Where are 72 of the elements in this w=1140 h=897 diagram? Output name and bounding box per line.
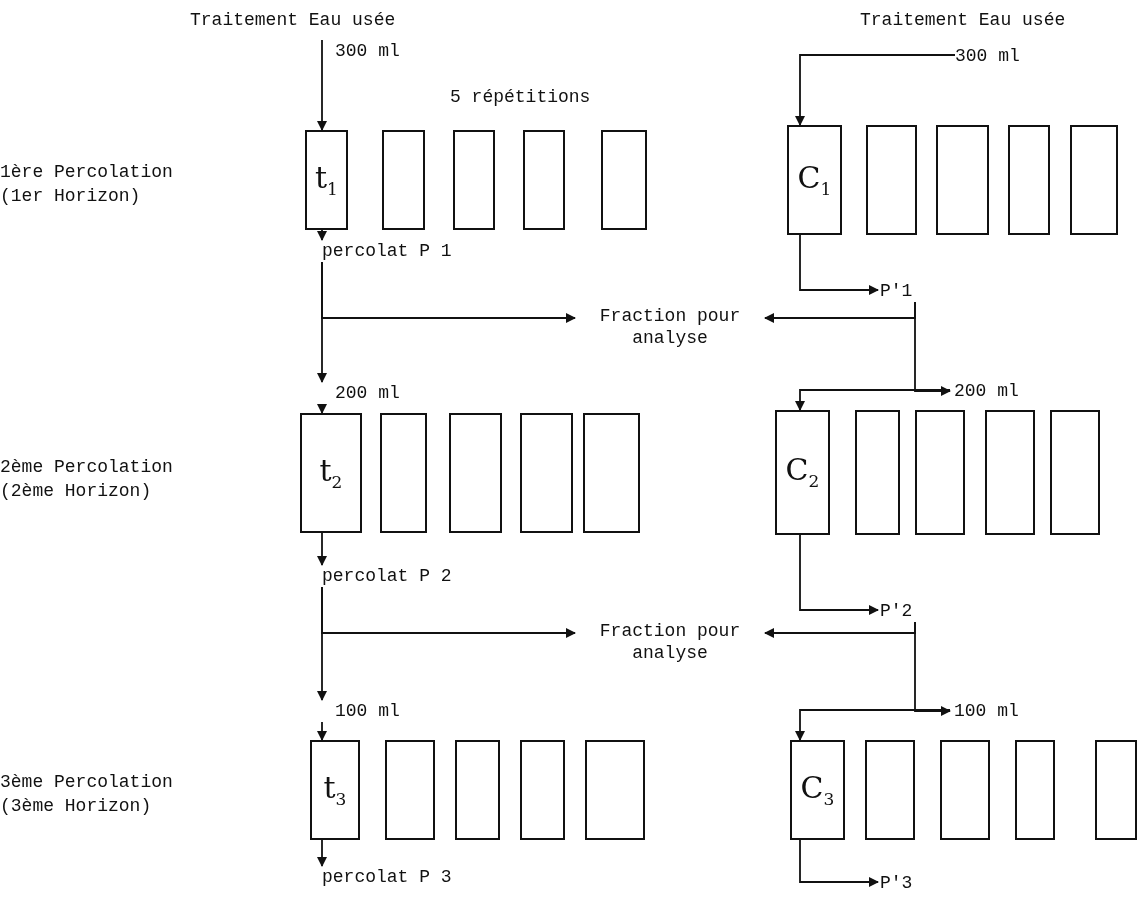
arrow (799, 534, 879, 615)
arrow (317, 261, 327, 383)
soil-column (855, 410, 900, 535)
arrow (799, 839, 879, 887)
flow-text: 300 ml (335, 41, 400, 61)
flow-text: P'2 (880, 601, 913, 621)
soil-column (455, 740, 500, 840)
soil-column (453, 130, 495, 230)
arrow (317, 39, 327, 131)
soil-column (1015, 740, 1055, 840)
soil-column (1050, 410, 1100, 535)
soil-column (520, 740, 565, 840)
soil-column (523, 130, 565, 230)
soil-column (936, 125, 989, 235)
column-label: C$_{1}$ (797, 162, 832, 198)
flow-text: 200 ml (335, 383, 400, 403)
arrow (914, 301, 951, 396)
flow-text: percolat P 3 (322, 867, 452, 887)
note-text: 5 répétitions (450, 86, 592, 109)
column-label: t$_{3}$ (323, 772, 347, 808)
arrow (317, 586, 327, 701)
soil-column (915, 410, 965, 535)
soil-column (1070, 125, 1118, 235)
soil-column (520, 413, 573, 533)
soil-column (940, 740, 990, 840)
soil-column (382, 130, 425, 230)
arrow (795, 54, 956, 126)
column-label: t$_{1}$ (315, 162, 338, 198)
soil-column (865, 740, 915, 840)
flow-text: Fraction pour analyse (599, 621, 741, 663)
soil-column (310, 740, 360, 840)
flow-text: P'3 (880, 873, 913, 893)
soil-column (305, 130, 348, 230)
arrow (795, 389, 951, 411)
flow-text: 100 ml (954, 701, 1019, 721)
arrow (317, 839, 327, 867)
soil-column (775, 410, 830, 535)
arrow (317, 403, 327, 414)
column-label: t$_{2}$ (319, 455, 343, 491)
arrow (317, 532, 327, 566)
heading-text: Traitement Eau usée (190, 9, 397, 32)
flow-text: Fraction pour analyse (599, 306, 741, 348)
soil-column (449, 413, 502, 533)
soil-column (380, 413, 427, 533)
soil-column (601, 130, 647, 230)
flow-text: percolat P 2 (322, 566, 452, 586)
flow-text: 200 ml (954, 381, 1019, 401)
arrow (799, 234, 879, 295)
row-label: 1ère Percolation (1er Horizon) (0, 161, 174, 208)
soil-column (385, 740, 435, 840)
soil-column (985, 410, 1035, 535)
soil-column (1008, 125, 1050, 235)
arrow (795, 709, 951, 741)
row-label: 2ème Percolation (2ème Horizon) (0, 456, 174, 503)
flow-text: 300 ml (955, 46, 1020, 66)
flow-text: P'1 (880, 281, 913, 301)
column-label: C$_{3}$ (800, 772, 835, 808)
arrow (317, 229, 327, 241)
soil-column (1095, 740, 1137, 840)
soil-column (585, 740, 645, 840)
heading-text: Traitement Eau usée (860, 9, 1067, 32)
soil-column (583, 413, 640, 533)
soil-column (787, 125, 842, 235)
arrow (914, 621, 951, 716)
soil-column (866, 125, 917, 235)
row-label: 3ème Percolation (3ème Horizon) (0, 771, 174, 818)
flow-text: 100 ml (335, 701, 400, 721)
column-label: C$_{2}$ (785, 455, 820, 490)
flow-text: percolat P 1 (322, 241, 452, 261)
soil-column (300, 413, 362, 533)
arrow (317, 721, 327, 741)
soil-column (790, 740, 845, 840)
